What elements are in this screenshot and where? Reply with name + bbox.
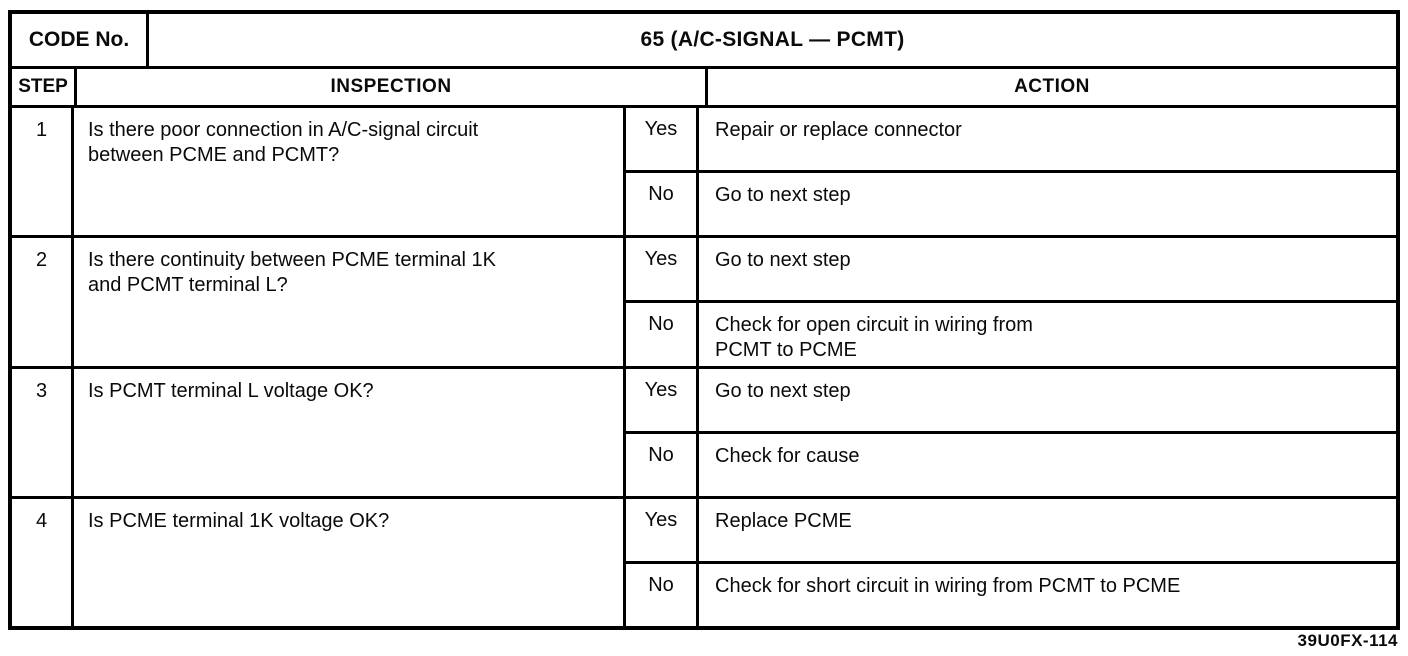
yes-label: Yes (626, 498, 699, 561)
step-number: 3 (12, 368, 74, 496)
yes-branch: Yes Replace PCME (626, 498, 1396, 561)
no-action-text: Check for open circuit in wiring from PC… (715, 314, 1033, 362)
yes-branch: Yes Go to next step (626, 238, 1396, 301)
no-branch: No Check for short circuit in wiring fro… (626, 560, 1396, 626)
inspection-text: Is PCME terminal 1K voltage OK? (74, 498, 626, 626)
inspection-text: Is there continuity between PCME termina… (74, 238, 626, 366)
yes-action-text: Replace PCME (715, 509, 852, 532)
yes-action-text: Go to next step (715, 379, 851, 402)
no-label: No (626, 433, 699, 496)
step-number: 1 (12, 108, 74, 236)
decision-branch: Yes Repair or replace connector No Go to… (626, 108, 1396, 236)
yes-label: Yes (626, 368, 699, 431)
no-action-text: Check for short circuit in wiring from P… (715, 574, 1181, 597)
column-header-action: ACTION (1014, 76, 1090, 97)
figure-reference-code: 39U0FX-114 (1297, 631, 1398, 650)
troubleshooting-table: CODE No. 65 (A/C-SIGNAL — PCMT) STEP INS… (8, 10, 1400, 630)
inspection-text: Is PCMT terminal L voltage OK? (74, 368, 626, 496)
no-branch: No Check for cause (626, 430, 1396, 496)
code-header-row: CODE No. 65 (A/C-SIGNAL — PCMT) (12, 14, 1396, 69)
no-branch: No Check for open circuit in wiring from… (626, 300, 1396, 366)
no-label: No (626, 563, 699, 626)
table-row-step-2: 2 Is there continuity between PCME termi… (12, 238, 1396, 369)
table-row-step-3: 3 Is PCMT terminal L voltage OK? Yes Go … (12, 368, 1396, 499)
yes-branch: Yes Go to next step (626, 368, 1396, 431)
decision-branch: Yes Go to next step No Check for open ci… (626, 238, 1396, 366)
no-action-text: Go to next step (715, 184, 851, 207)
decision-branch: Yes Go to next step No Check for cause (626, 368, 1396, 496)
no-label: No (626, 303, 699, 366)
yes-label: Yes (626, 238, 699, 301)
step-number: 4 (12, 498, 74, 626)
code-label: CODE No. (12, 14, 149, 66)
yes-action-text: Repair or replace connector (715, 119, 962, 141)
no-label: No (626, 173, 699, 236)
inspection-text: Is there poor connection in A/C-signal c… (74, 108, 626, 236)
yes-action-text: Go to next step (715, 249, 851, 272)
yes-branch: Yes Repair or replace connector (626, 108, 1396, 171)
code-title: 65 (A/C-SIGNAL — PCMT) (640, 28, 905, 51)
no-action-text: Check for cause (715, 444, 860, 467)
table-row-step-1: 1 Is there poor connection in A/C-signal… (12, 108, 1396, 239)
decision-branch: Yes Replace PCME No Check for short circ… (626, 498, 1396, 626)
table-row-step-4: 4 Is PCME terminal 1K voltage OK? Yes Re… (12, 498, 1396, 626)
yes-label: Yes (626, 108, 699, 171)
no-branch: No Go to next step (626, 170, 1396, 236)
column-header-inspection: INSPECTION (77, 69, 708, 105)
step-number: 2 (12, 238, 74, 366)
column-header-row: STEP INSPECTION ACTION (12, 69, 1396, 108)
column-header-step: STEP (12, 69, 77, 105)
